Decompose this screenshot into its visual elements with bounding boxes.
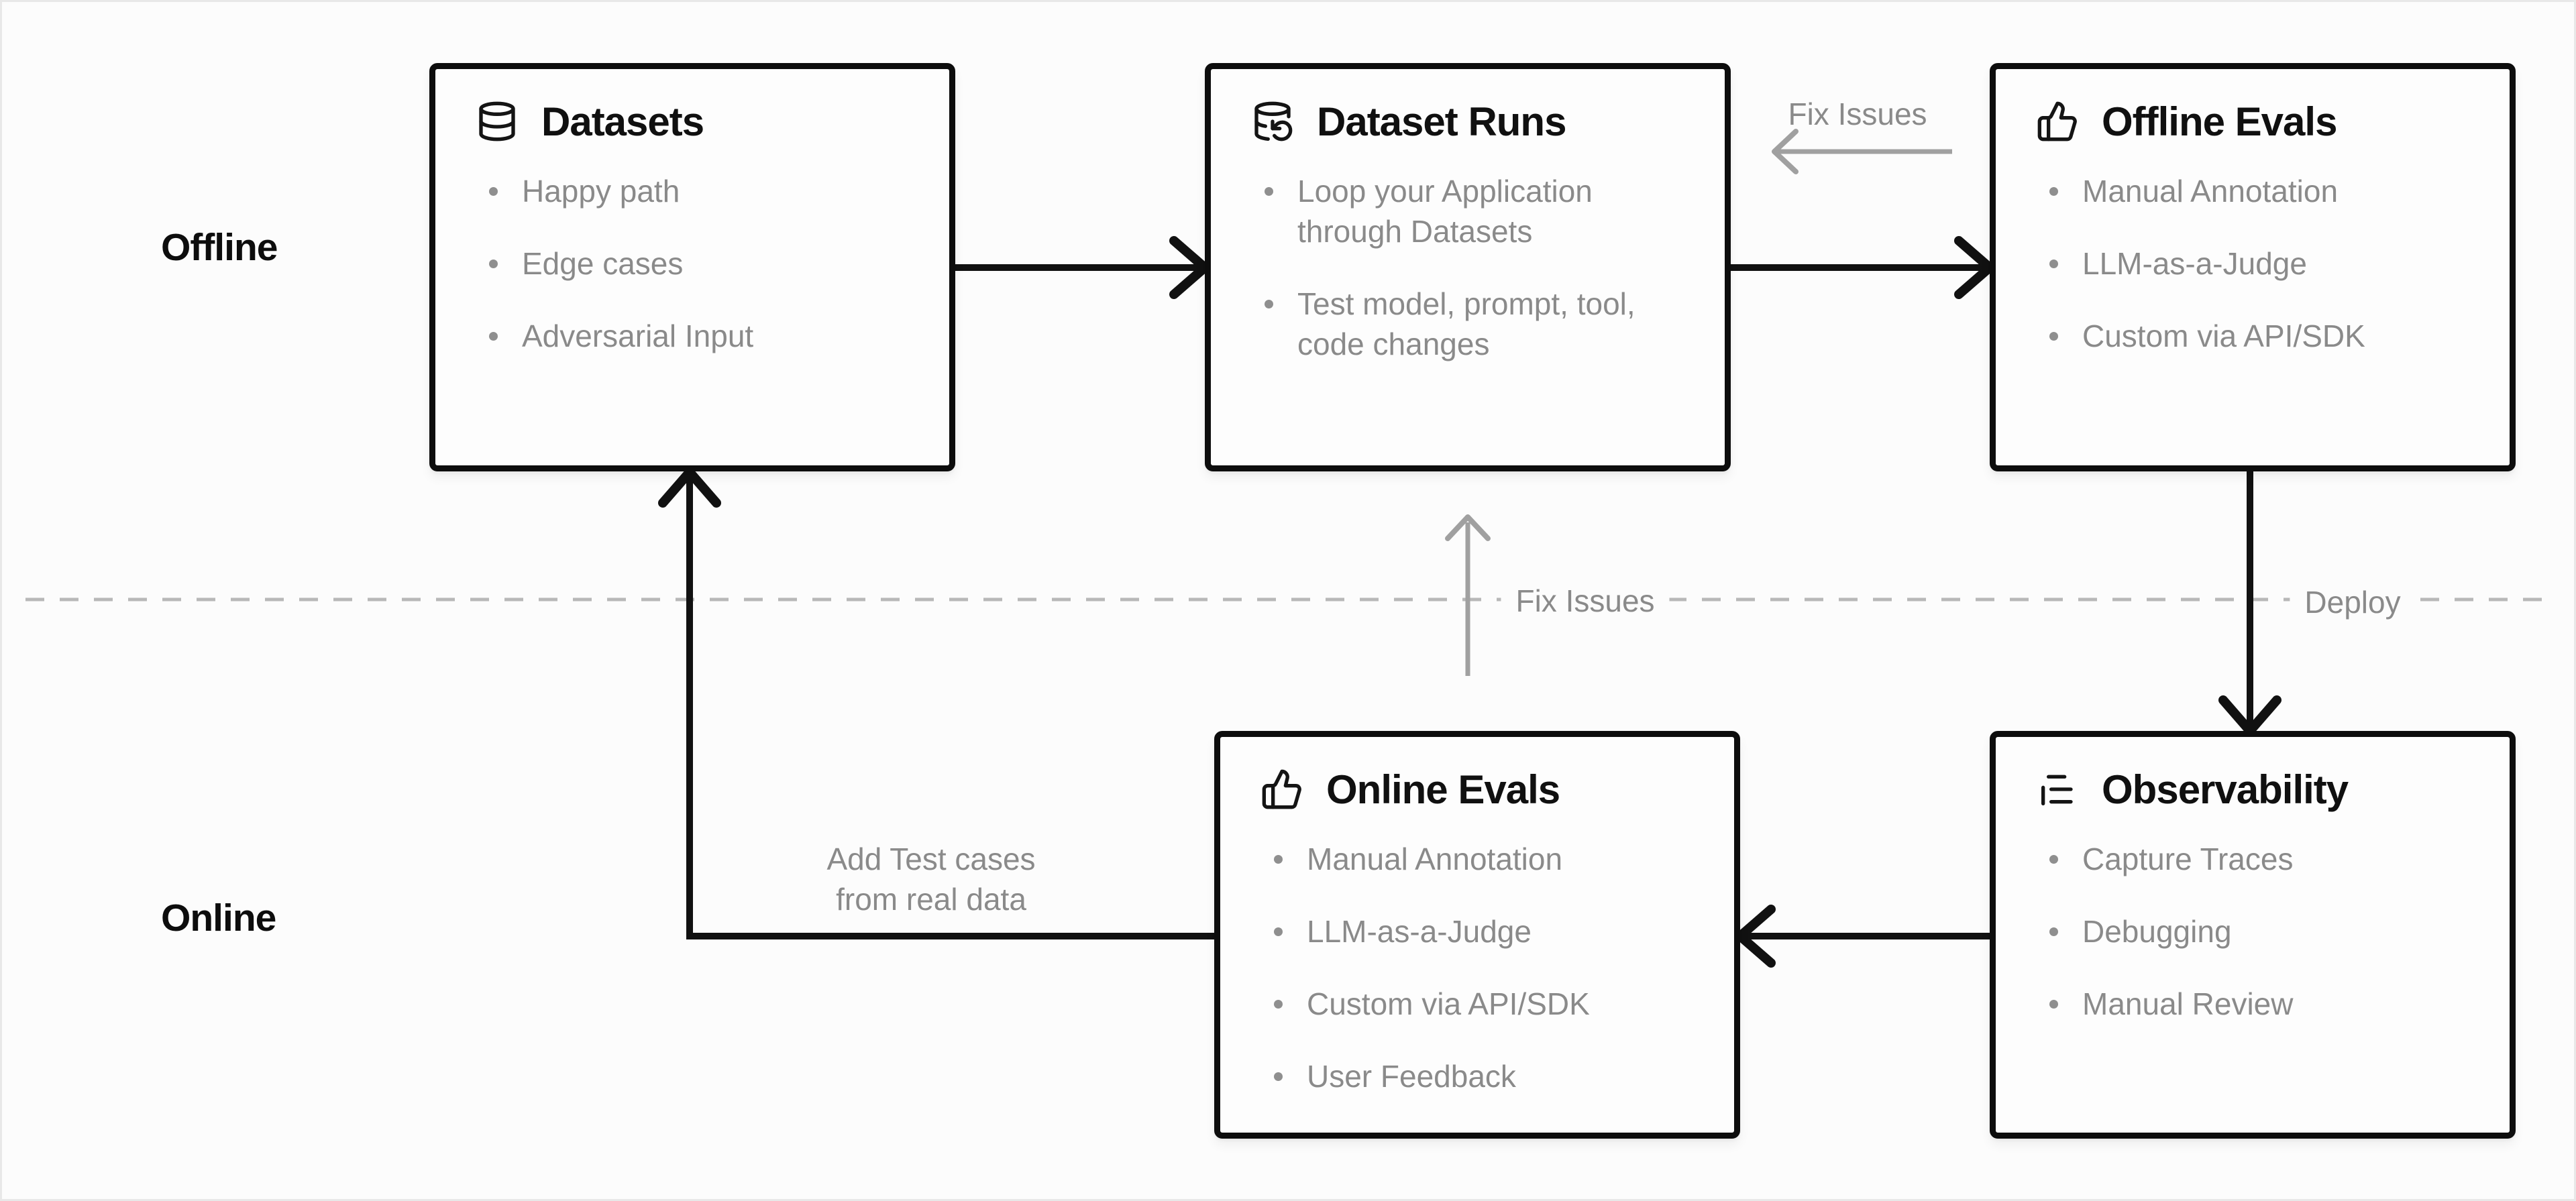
feature-list: Manual Annotation LLM-as-a-Judge Custom … <box>2036 171 2472 356</box>
list-item: Custom via API/SDK <box>2036 316 2472 356</box>
list-item: Manual Annotation <box>2036 171 2472 211</box>
bullet-dot-icon <box>2049 927 2058 936</box>
card-online-evals: Online Evals Manual Annotation LLM-as-a-… <box>1214 731 1740 1139</box>
list-item: Capture Traces <box>2036 839 2472 879</box>
bullet-dot-icon <box>2049 260 2058 268</box>
feature-list: Happy path Edge cases Adversarial Input <box>476 171 912 356</box>
card-observability-header: Observability <box>2036 766 2472 812</box>
card-title: Offline Evals <box>2102 99 2337 144</box>
bullet-dot-icon <box>2049 1000 2058 1009</box>
bullet-dot-icon <box>2049 332 2058 341</box>
database-icon <box>476 100 519 143</box>
bullet-dot-icon <box>1274 927 1283 936</box>
list-item: Test model, prompt, tool, code changes <box>1251 284 1687 364</box>
bullet-dot-icon <box>1265 300 1273 308</box>
arrowhead-observability-to-online-evals <box>1735 905 1776 968</box>
feature-list: Loop your Application through Datasets T… <box>1251 171 1687 364</box>
list-item: Loop your Application through Datasets <box>1251 171 1687 251</box>
edge-label-fix-issues-top: Fix Issues <box>1788 97 1927 131</box>
list-item: Adversarial Input <box>476 316 912 356</box>
list-item: Custom via API/SDK <box>1260 984 1697 1024</box>
trace-list-icon <box>2036 768 2079 811</box>
bullet-dot-icon <box>489 332 498 341</box>
edge-label-deploy: Deploy <box>2290 582 2416 622</box>
list-item: User Feedback <box>1260 1056 1697 1096</box>
feature-list: Capture Traces Debugging Manual Review <box>2036 839 2472 1024</box>
list-item: Debugging <box>2036 911 2472 952</box>
card-dataset-runs: Dataset Runs Loop your Application throu… <box>1205 63 1731 471</box>
card-online-evals-header: Online Evals <box>1260 766 1697 812</box>
list-item: Manual Annotation <box>1260 839 1697 879</box>
card-title: Datasets <box>541 99 704 144</box>
bullet-dot-icon <box>1274 1072 1283 1081</box>
list-item: Happy path <box>476 171 912 211</box>
card-title: Online Evals <box>1326 766 1560 812</box>
zone-label-offline: Offline <box>161 226 278 269</box>
bullet-dot-icon <box>1274 855 1283 864</box>
card-dataset-runs-header: Dataset Runs <box>1251 99 1687 144</box>
thumbs-up-icon <box>1260 768 1303 811</box>
card-title: Observability <box>2102 766 2349 812</box>
list-item: Edge cases <box>476 243 912 284</box>
thumbs-up-icon <box>2036 100 2079 143</box>
card-offline-evals: Offline Evals Manual Annotation LLM-as-a… <box>1990 63 2516 471</box>
database-rerun-icon <box>1251 100 1294 143</box>
card-datasets: Datasets Happy path Edge cases Adversari… <box>429 63 955 471</box>
arrow-online-evals-to-datasets <box>686 477 1214 939</box>
edge-label-add-test-cases: Add Test cases from real data <box>826 839 1035 919</box>
edge-label-fix-issues-mid: Fix Issues <box>1501 581 1670 621</box>
bullet-dot-icon <box>1274 1000 1283 1009</box>
card-datasets-header: Datasets <box>476 99 912 144</box>
list-item: LLM-as-a-Judge <box>2036 243 2472 284</box>
card-title: Dataset Runs <box>1317 99 1566 144</box>
card-offline-evals-header: Offline Evals <box>2036 99 2472 144</box>
bullet-dot-icon <box>489 187 498 196</box>
list-item: LLM-as-a-Judge <box>1260 911 1697 952</box>
arrowhead-fix-issues-top <box>1772 129 1799 174</box>
card-observability: Observability Capture Traces Debugging M… <box>1990 731 2516 1139</box>
edge-label-add-test-cases-line2: from real data <box>836 882 1026 917</box>
bullet-dot-icon <box>2049 855 2058 864</box>
bullet-dot-icon <box>489 260 498 268</box>
bullet-dot-icon <box>2049 187 2058 196</box>
bullet-dot-icon <box>1265 187 1273 196</box>
arrowhead-fix-issues-mid <box>1445 514 1491 541</box>
edge-label-add-test-cases-line1: Add Test cases <box>826 842 1036 876</box>
arrowhead-online-evals-to-datasets <box>658 467 721 508</box>
feature-list: Manual Annotation LLM-as-a-Judge Custom … <box>1260 839 1697 1096</box>
list-item: Manual Review <box>2036 984 2472 1024</box>
zone-label-online: Online <box>161 897 276 939</box>
